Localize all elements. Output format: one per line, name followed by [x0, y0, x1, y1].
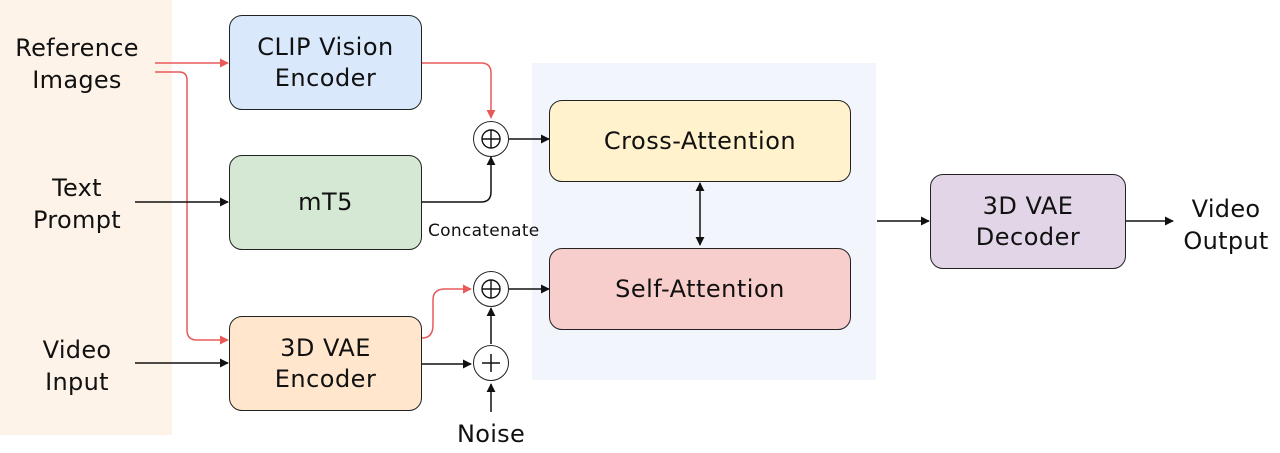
concat-operator-icon: [473, 121, 509, 157]
reference-images-label: Reference Images: [15, 34, 139, 94]
arrow-clip-to-concat: [422, 62, 496, 119]
cross-attention-block: Cross-Attention: [549, 100, 851, 182]
arrow-mt5-to-concat: [422, 156, 496, 203]
noise-label: Noise: [456, 420, 526, 448]
vae-decoder-block: 3D VAE Decoder: [930, 174, 1126, 269]
mt5-block: mT5: [229, 155, 422, 250]
self-attention-block: Self-Attention: [549, 248, 851, 330]
video-output-label: Video Output: [1183, 195, 1269, 255]
vae-encoder-block: 3D VAE Encoder: [229, 316, 422, 411]
arrow-reference-to-vae-encoder: [155, 71, 229, 345]
concatenate-label: Concatenate: [428, 221, 540, 241]
arrow-vae-encoder-to-latent-concat: [421, 284, 472, 339]
clip-vision-encoder-block: CLIP Vision Encoder: [229, 15, 422, 110]
video-input-label: Video Input: [42, 336, 112, 396]
text-prompt-label: Text Prompt: [33, 174, 121, 234]
latent-concat-operator-icon: [473, 271, 509, 307]
add-noise-operator-icon: [473, 345, 509, 381]
